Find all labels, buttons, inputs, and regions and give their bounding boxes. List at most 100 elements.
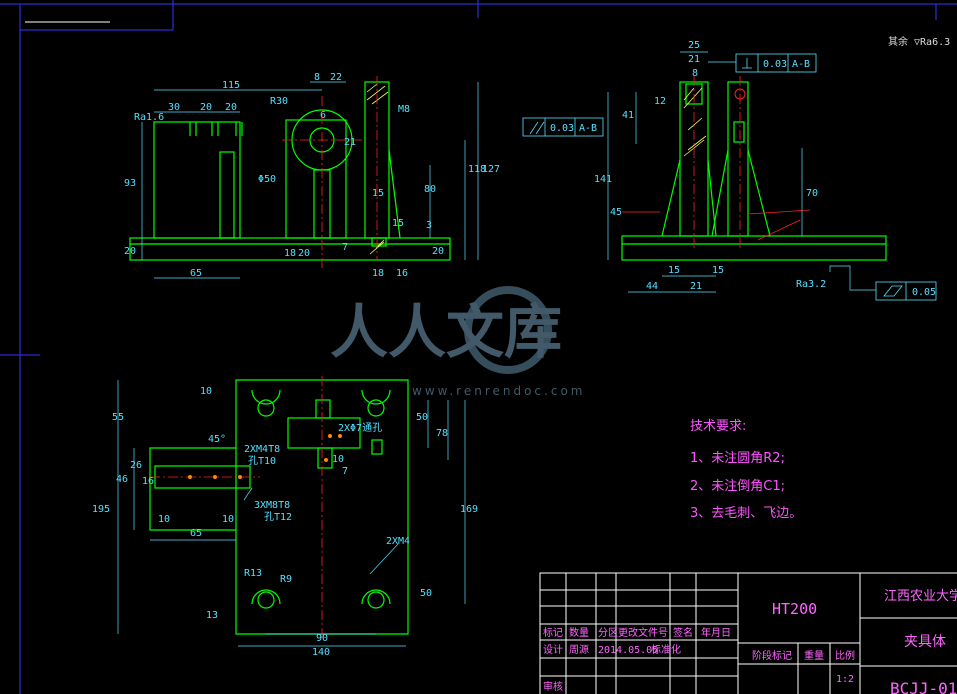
dim-text: 26 (130, 460, 142, 471)
note-item: 1、未注圆角R2; (690, 451, 785, 466)
front-hatch (366, 83, 389, 255)
dim-text: 65 (190, 268, 202, 279)
dim-text: 15 (668, 265, 680, 276)
tolerance-datum: A-B (792, 59, 810, 70)
dim-text: 20 (124, 246, 136, 257)
dim-text: 15 (712, 265, 724, 276)
side-dims: 25 21 8 12 41 141 45 70 15 15 44 21 Ra3.… (594, 40, 826, 292)
dim-text: 2XΦ7通孔 (338, 422, 382, 434)
tb-material: HT200 (772, 600, 817, 618)
dim-text: 140 (312, 647, 330, 658)
tb-scale: 1:2 (836, 674, 854, 685)
roughness-symbol: Ra3.2 (796, 279, 826, 290)
tb-scale-label: 比例 (835, 649, 855, 662)
dim-text: 7 (342, 466, 348, 477)
tolerance-frame-flatness: 0.05 (875, 281, 937, 301)
plan-holes (188, 434, 342, 479)
dim-text: 3XM8T8 (254, 500, 290, 511)
dim-text: 90 (316, 633, 328, 644)
dim-text: 孔T10 (248, 455, 276, 467)
dim-text: 25 (688, 40, 700, 51)
dim-text: 55 (112, 412, 124, 423)
dim-text: 46 (116, 474, 128, 485)
tolerance-frame-perpendicular: 0.03 A-B (735, 53, 817, 73)
tb-part-name: 夹具体 (904, 634, 946, 650)
dim-text: 12 (654, 96, 666, 107)
tolerance-datum: A-B (579, 123, 597, 134)
notes-title: 技术要求: (690, 419, 746, 434)
dim-text: 141 (594, 174, 612, 185)
dim-text: 44 (646, 281, 658, 292)
dim-text: 20 (225, 102, 237, 113)
side-hatch (683, 87, 707, 157)
dim-text: 20 (432, 246, 444, 257)
tb-header: 签名 (673, 626, 693, 639)
watermark: 人人文库 www.renrendoc.com (330, 286, 585, 398)
dim-text: 80 (424, 184, 436, 195)
dim-text: R9 (280, 574, 292, 585)
tolerance-frame-parallel: 0.03 A-B (522, 117, 604, 137)
front-dims: 115 30 20 20 8 22 R30 6 M8 21 Ra1.6 93 2… (124, 72, 500, 279)
dim-text: 10 (158, 514, 170, 525)
dim-text: 50 (416, 412, 428, 423)
dim-text: M8 (398, 104, 410, 115)
tolerance-value: 0.05 (912, 287, 936, 298)
tolerance-value: 0.03 (763, 59, 787, 70)
dim-text: 3 (426, 220, 432, 231)
tb-header: 标记 (543, 627, 563, 639)
dim-text: 16 (396, 268, 408, 279)
hole-mark (734, 88, 746, 100)
dim-text: 20 (200, 102, 212, 113)
title-block-text: 标记 数量 分区 更改文件号 签名 年月日 设计 周源 2014.05.05 标… (543, 588, 957, 694)
tb-review: 审核 (543, 680, 563, 693)
dim-text: 65 (190, 528, 202, 539)
dim-text: 18 (284, 248, 296, 259)
dim-text: 45° (208, 434, 226, 445)
dim-text: 18 (372, 268, 384, 279)
dim-text: 21 (344, 137, 356, 148)
tb-header: 年月日 (701, 626, 731, 639)
dim-text: 93 (124, 178, 136, 189)
dim-text: 70 (806, 188, 818, 199)
dim-text: 127 (482, 164, 500, 175)
side-leaders (622, 209, 811, 241)
dim-text: 21 (690, 281, 702, 292)
dim-text: 2XM4 (386, 536, 410, 547)
dim-text: 2XM4T8 (244, 444, 280, 455)
dim-text: 6 (320, 110, 326, 121)
dim-text: R13 (244, 568, 262, 579)
dim-text: 10 (222, 514, 234, 525)
front-centerlines (282, 76, 378, 270)
tb-header: 分区 (598, 627, 618, 639)
tb-header: 更改文件号 (618, 626, 668, 639)
dim-text: 20 (298, 248, 310, 259)
dim-text: 10 (332, 454, 344, 465)
plan-dims: 10 55 45° 2XM4T8 孔T10 2XΦ7通孔 10 50 78 7 … (92, 386, 478, 658)
technical-notes: 技术要求: 1、未注圆角R2; 2、未注倒角C1; 3、去毛刺、飞边。 (690, 419, 802, 521)
tb-design: 设计 (543, 643, 563, 656)
side-dimlines (607, 51, 803, 293)
tb-date: 2014.05.05 (598, 645, 658, 656)
dim-text: 195 (92, 504, 110, 515)
tolerance-value: 0.03 (550, 123, 574, 134)
dim-text: 10 (200, 386, 212, 397)
dim-text: 45 (610, 207, 622, 218)
note-item: 2、未注倒角C1; (690, 479, 785, 494)
dim-text: 16 (142, 476, 154, 487)
dim-text: 169 (460, 504, 478, 515)
roughness-symbol: Ra1.6 (134, 112, 164, 123)
dim-text: 7 (342, 242, 348, 253)
dim-text: 15 (372, 188, 384, 199)
flatness-icon (883, 285, 903, 297)
datum-leader (829, 265, 876, 291)
parallel-icon (529, 121, 545, 135)
tb-weight-label: 重量 (804, 649, 824, 662)
tb-standard: 标准化 (651, 643, 681, 656)
dim-text: 78 (436, 428, 448, 439)
watermark-url: www.renrendoc.com (412, 384, 585, 398)
dim-text: 30 (168, 102, 180, 113)
roughness-note: 其余 ▽Ra6.3 (888, 35, 950, 48)
tb-designer: 周源 (569, 643, 589, 656)
